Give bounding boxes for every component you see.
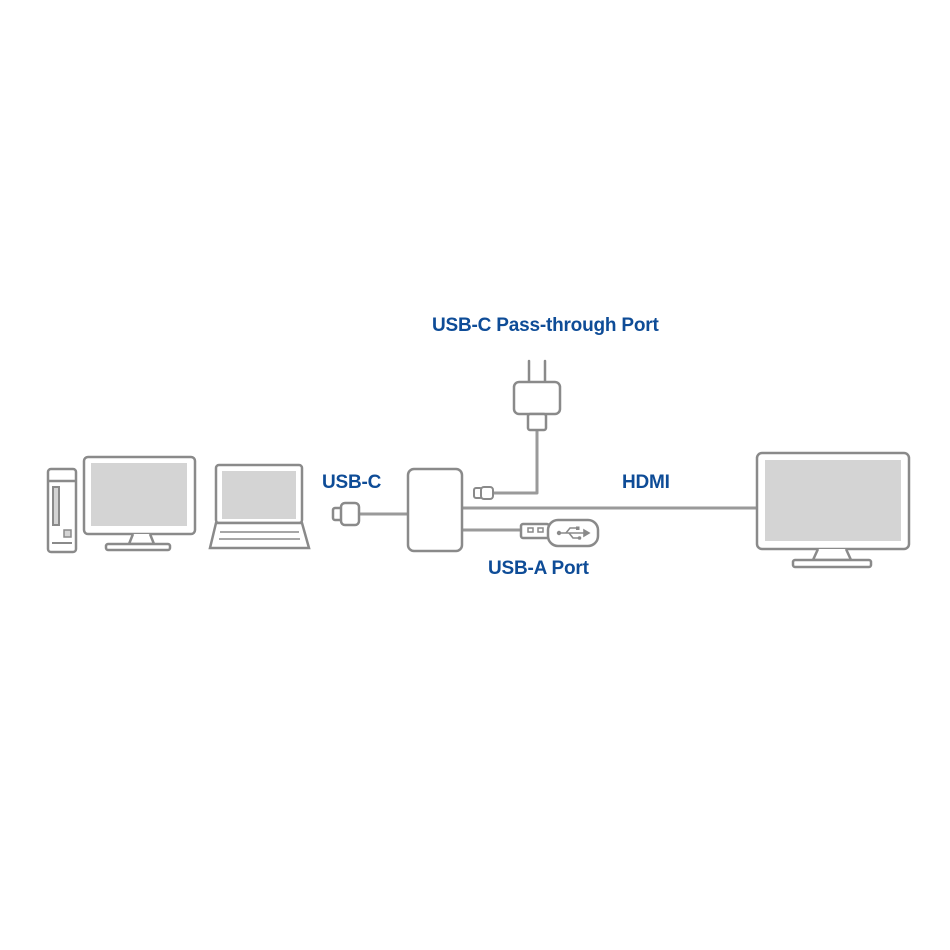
usb-symbol-icon xyxy=(556,526,591,540)
hub-adapter-icon xyxy=(406,467,464,553)
passthrough-cable xyxy=(491,428,539,495)
power-adapter-icon xyxy=(512,359,562,432)
usb-c-plug-icon xyxy=(331,501,361,527)
laptop-icon xyxy=(208,463,311,550)
passthrough-port-label: USB-C Pass-through Port xyxy=(432,315,659,336)
desktop-tower-icon xyxy=(46,467,78,554)
passthrough-plug-icon xyxy=(473,486,494,500)
display-monitor-icon xyxy=(755,451,911,569)
usb-a-port-label: USB-A Port xyxy=(488,558,589,579)
cables xyxy=(354,428,759,532)
hdmi-label: HDMI xyxy=(622,472,670,493)
usb-a-drive-icon xyxy=(519,518,600,548)
usb-c-label: USB-C xyxy=(322,472,382,493)
desktop-monitor-icon xyxy=(82,455,197,552)
